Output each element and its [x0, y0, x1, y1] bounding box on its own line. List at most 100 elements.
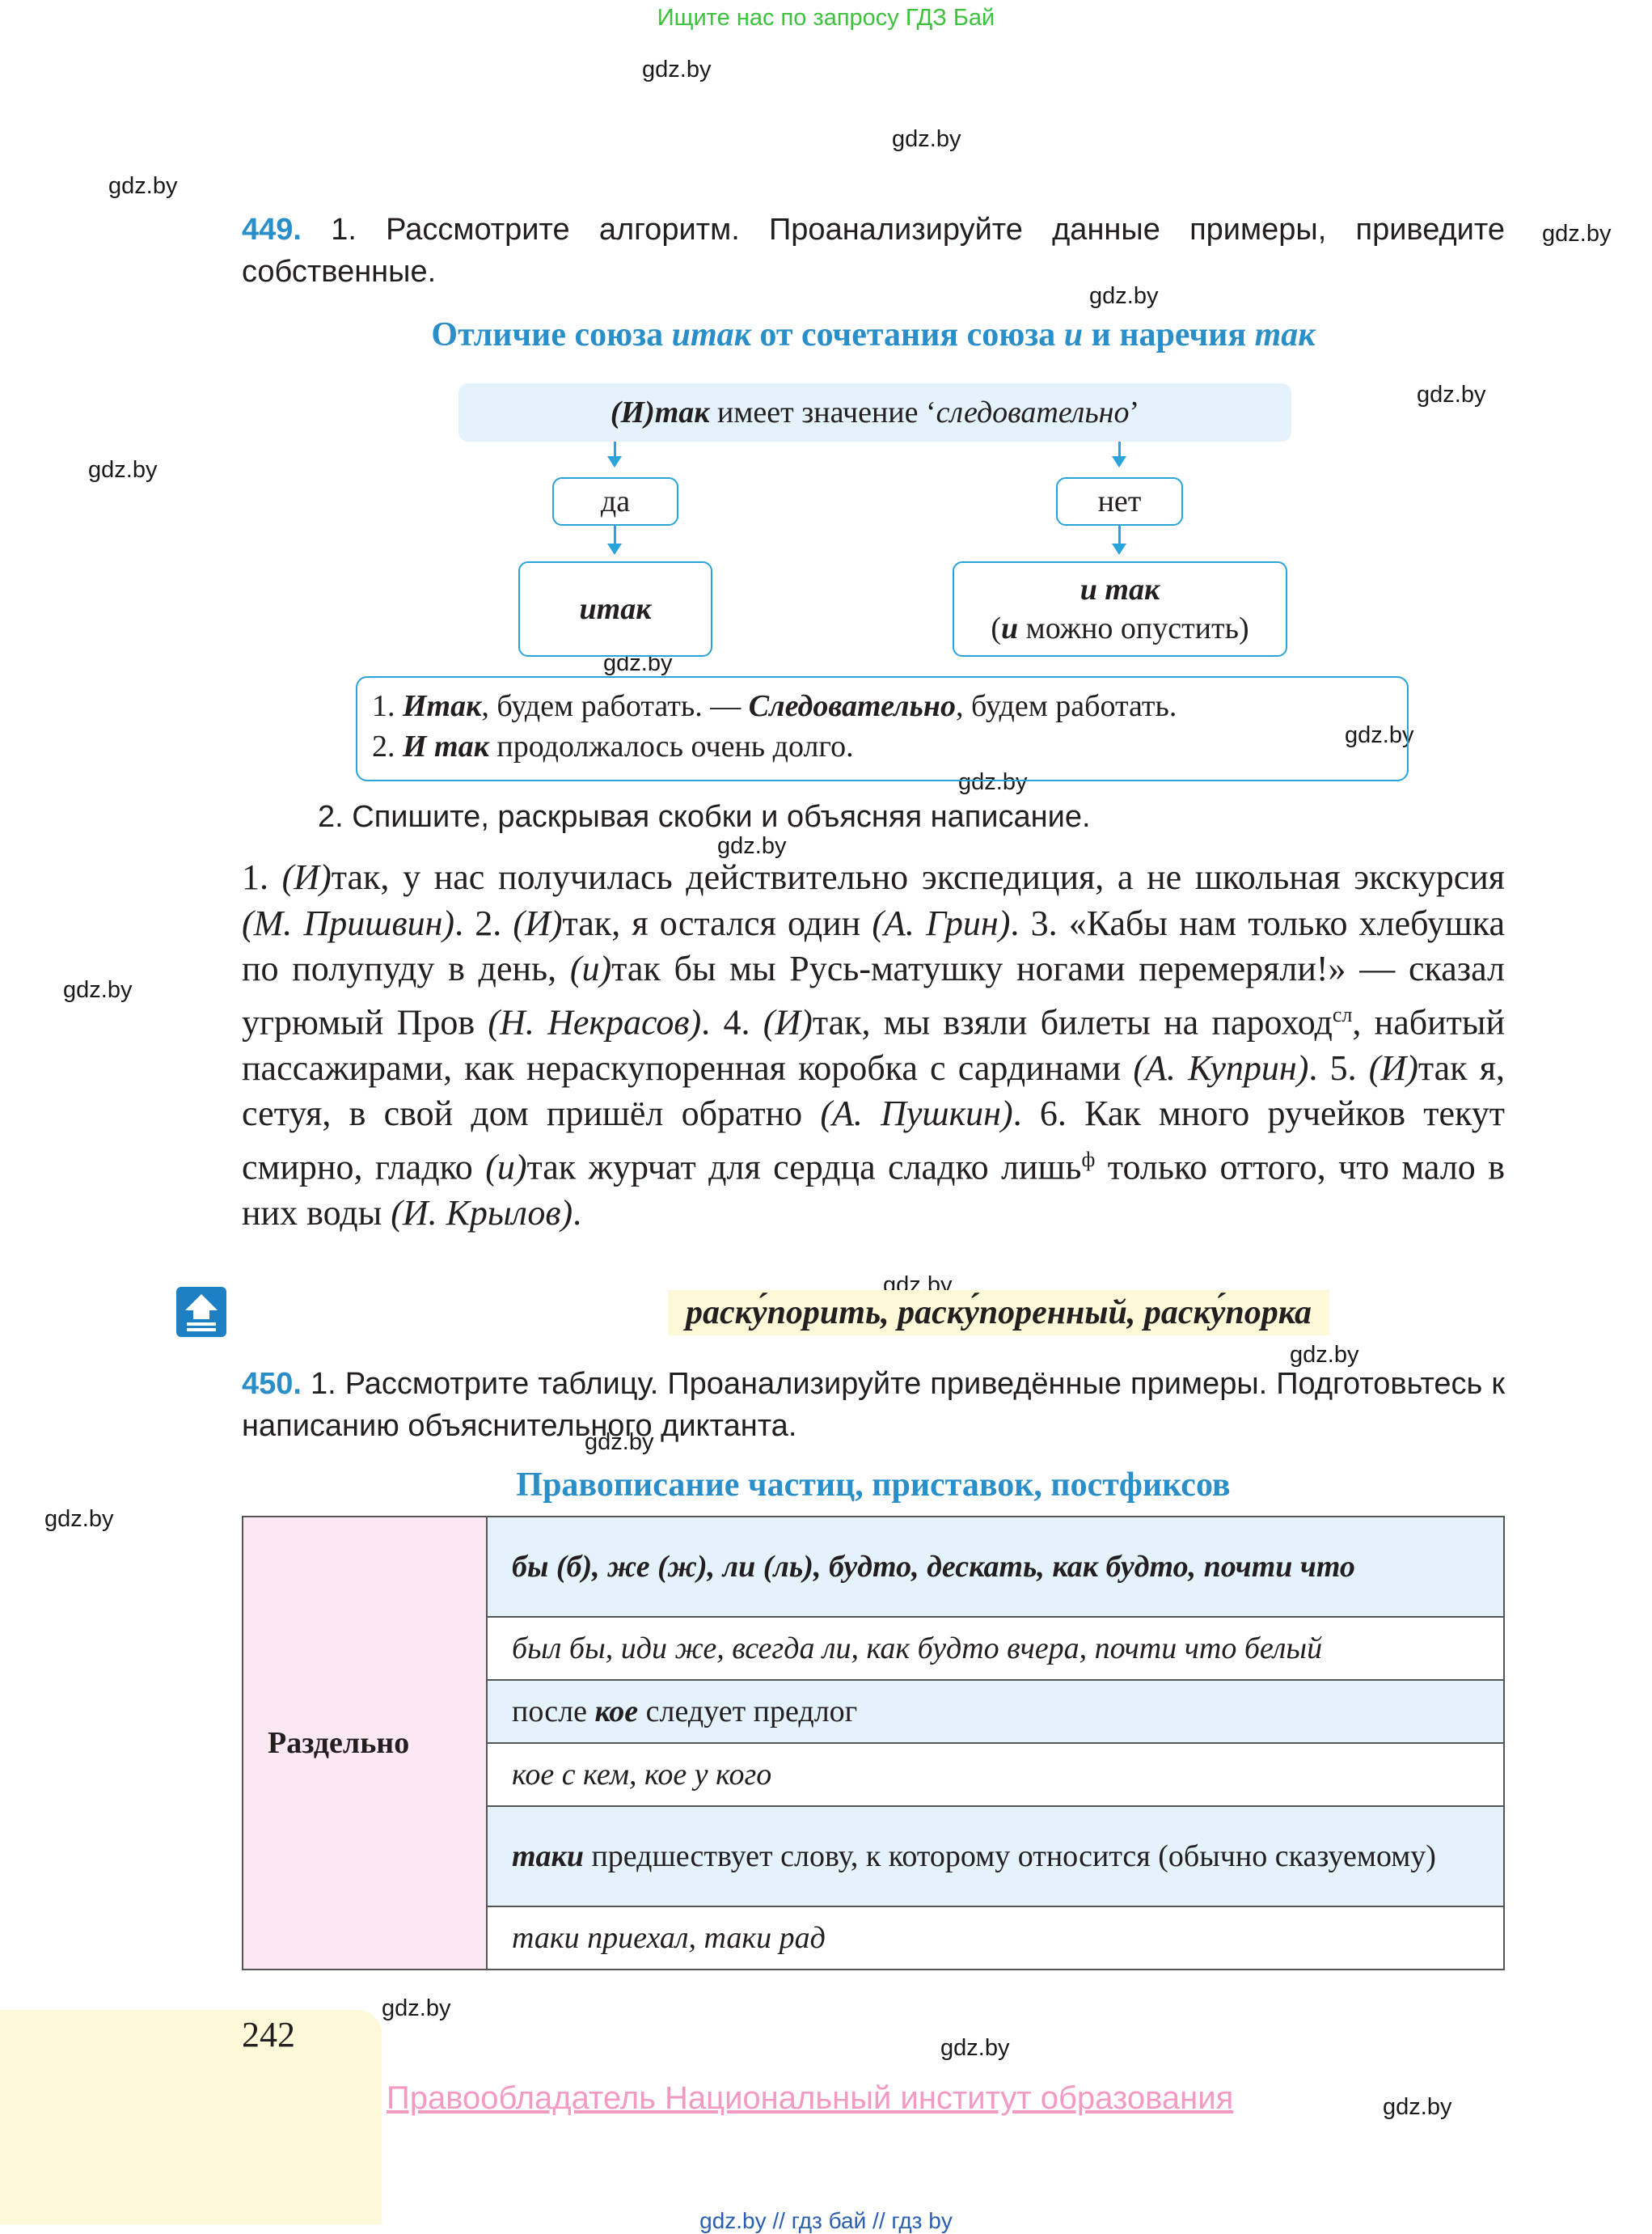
rule-row: после кое следует предлог	[486, 1679, 1505, 1744]
task-number: 449.	[242, 213, 302, 247]
example-row: таки приехал, таки рад	[486, 1906, 1505, 1970]
exercise-italic-segment: (И. Крылов)	[391, 1192, 573, 1233]
watermark: gdz.by	[382, 1995, 451, 2021]
examples-box: 1. Итак, будем работать. — Следовательно…	[356, 676, 1409, 781]
task-449-part-2: 2. Спишите, раскрывая скобки и объясняя …	[318, 800, 1091, 834]
watermark: gdz.by	[1345, 722, 1414, 748]
watermark: gdz.by	[1542, 221, 1612, 247]
exercise-italic-segment: (и)	[569, 949, 612, 988]
exercise-superscript: сл	[1332, 1002, 1353, 1026]
exercise-text-segment: так журчат для сердца сладко лишь	[526, 1147, 1082, 1187]
question-text: имеет значение ‘	[709, 396, 936, 429]
watermark: gdz.by	[585, 1429, 654, 1455]
no-result-note: можно опустить)	[1018, 611, 1249, 645]
question-text: ’	[1129, 396, 1140, 429]
question-term: (И)так	[610, 396, 710, 429]
exercise-text-segment: . 2.	[454, 903, 513, 943]
example-line: 2. И так продолжалось очень долго.	[372, 730, 854, 764]
exercise-text-segment: так, у нас получилась действительно эксп…	[331, 857, 1506, 897]
exercise-text-segment: так я, сетуя, в свой дом пришёл обратно	[242, 1047, 1505, 1134]
watermark: gdz.by	[940, 2035, 1010, 2061]
arrow-line	[614, 526, 616, 545]
no-result: и так	[1080, 573, 1160, 607]
exercise-text: 1. (И) так, у нас получилась действительн…	[242, 855, 1505, 1236]
exercise-italic-segment: (А. Пушкин)	[820, 1094, 1013, 1134]
watermark: gdz.by	[958, 769, 1028, 795]
task-449-instruction: 449. 1. Рассмотрите алгоритм. Проанализи…	[242, 209, 1505, 293]
watermark: gdz.by	[892, 126, 961, 152]
rule-row: бы (б), же (ж), ли (ль), будто, дескать,…	[486, 1516, 1505, 1618]
watermark: gdz.by	[1417, 382, 1486, 408]
exercise-italic-segment: (Н. Некрасов)	[488, 1002, 702, 1043]
exercise-text-segment: . 3. «Кабы нам только хлебушка по полупу…	[242, 903, 1506, 989]
example-line: 1. Итак, будем работать. — Следовательно…	[372, 689, 1177, 723]
spelling-rules-table: Раздельно бы (б), же (ж), ли (ль), будто…	[242, 1516, 1505, 1970]
exercise-text-segment: так, мы взяли билеты на пароход	[812, 1002, 1333, 1043]
exercise-italic-segment: (и)	[485, 1147, 527, 1187]
arrow-line	[614, 442, 616, 458]
arrow-line	[1118, 442, 1121, 458]
yes-result-box: итак	[518, 561, 712, 657]
watermark: gdz.by	[108, 173, 178, 199]
rule-label: Раздельно	[242, 1516, 488, 1970]
exercise-italic-segment: (А. Куприн)	[1133, 1047, 1309, 1088]
heading-part: от сочетания союза	[750, 316, 1064, 353]
exercise-italic-segment: (И)	[763, 1002, 813, 1043]
copyright-link[interactable]: Правообладатель Национальный институт об…	[387, 2080, 1234, 2116]
exercise-italic-segment: (И)	[1368, 1047, 1418, 1088]
no-result-box: и так (и можно опустить)	[953, 561, 1287, 657]
arrow-head	[1112, 456, 1126, 468]
example-row: кое с кем, кое у кого	[486, 1742, 1505, 1807]
arrow-up-icon	[176, 1287, 226, 1337]
example-row: был бы, иди же, всегда ли, как будто вче…	[486, 1616, 1505, 1681]
exercise-text-segment: только оттого, что мало в них воды	[242, 1147, 1506, 1233]
arrow-line	[1118, 526, 1121, 545]
heading-part: Отличие союза	[431, 316, 672, 353]
exercise-text-segment: . 4.	[701, 1002, 763, 1043]
exercise-text-segment: так бы мы Русь-матушку ногами перемеряли…	[242, 949, 1506, 1043]
watermark: gdz.by	[1089, 283, 1159, 309]
yes-label: да	[600, 484, 631, 518]
yes-result: итак	[579, 592, 652, 626]
watermark: gdz.by	[1383, 2094, 1452, 2120]
arrow-head	[607, 456, 622, 468]
watermark: gdz.by	[88, 457, 158, 483]
no-result-note: (	[991, 611, 1002, 645]
watermark: gdz.by	[717, 833, 787, 859]
heading-part: и	[1063, 316, 1084, 353]
task-number: 450.	[242, 1367, 302, 1401]
no-label: нет	[1097, 484, 1142, 518]
exercise-text-segment: 1.	[242, 857, 282, 897]
footer-links[interactable]: gdz.by // гдз бай // гдз by	[699, 2208, 953, 2233]
task-text: 1. Рассмотрите алгоритм. Проанализируйте…	[242, 213, 1506, 289]
algorithm-question-box: (И)так имеет значение ‘следовательно’	[458, 383, 1291, 442]
table-heading: Правописание частиц, приставок, постфикс…	[516, 1466, 1231, 1504]
exercise-text-segment: . 5.	[1308, 1047, 1369, 1088]
page-number-block	[0, 2010, 382, 2224]
exercise-superscript: ф	[1081, 1147, 1096, 1171]
exercise-text-segment: , набитый пассажирами, как нераскупоренн…	[242, 1002, 1506, 1088]
exercise-text-segment: . 6. Как много ручейков текут смирно, гл…	[242, 1094, 1505, 1187]
task-450-instruction: 450. 1. Рассмотрите таблицу. Проанализир…	[242, 1363, 1505, 1447]
arrow-head	[607, 544, 622, 555]
watermark: gdz.by	[642, 57, 712, 83]
yes-box: да	[552, 477, 678, 526]
exercise-text-segment: так, я остался один	[562, 903, 872, 943]
page-number: 242	[242, 2015, 295, 2054]
heading-part: так	[1254, 316, 1316, 353]
question-meaning: следовательно	[936, 396, 1130, 429]
watermark: gdz.by	[63, 977, 133, 1003]
top-banner[interactable]: Ищите нас по запросу ГДЗ Бай	[657, 5, 995, 31]
no-result-note: и	[1001, 611, 1019, 645]
exercise-italic-segment: (И)	[513, 903, 563, 943]
arrow-head	[1112, 544, 1126, 555]
rule-row: таки предшествует слову, к которому отно…	[486, 1805, 1505, 1907]
exercise-italic-segment: (М. Пришвин)	[242, 903, 455, 943]
heading-part: и наречия	[1083, 316, 1255, 353]
watermark: gdz.by	[44, 1506, 114, 1532]
vocabulary-words: раску́порить, раску́поренный, раску́порк…	[668, 1290, 1330, 1335]
exercise-text-segment: .	[572, 1192, 582, 1233]
task-text: 1. Рассмотрите таблицу. Проанализируйте …	[242, 1367, 1505, 1443]
exercise-italic-segment: (А. Грин)	[872, 903, 1011, 943]
watermark: gdz.by	[1290, 1342, 1359, 1368]
